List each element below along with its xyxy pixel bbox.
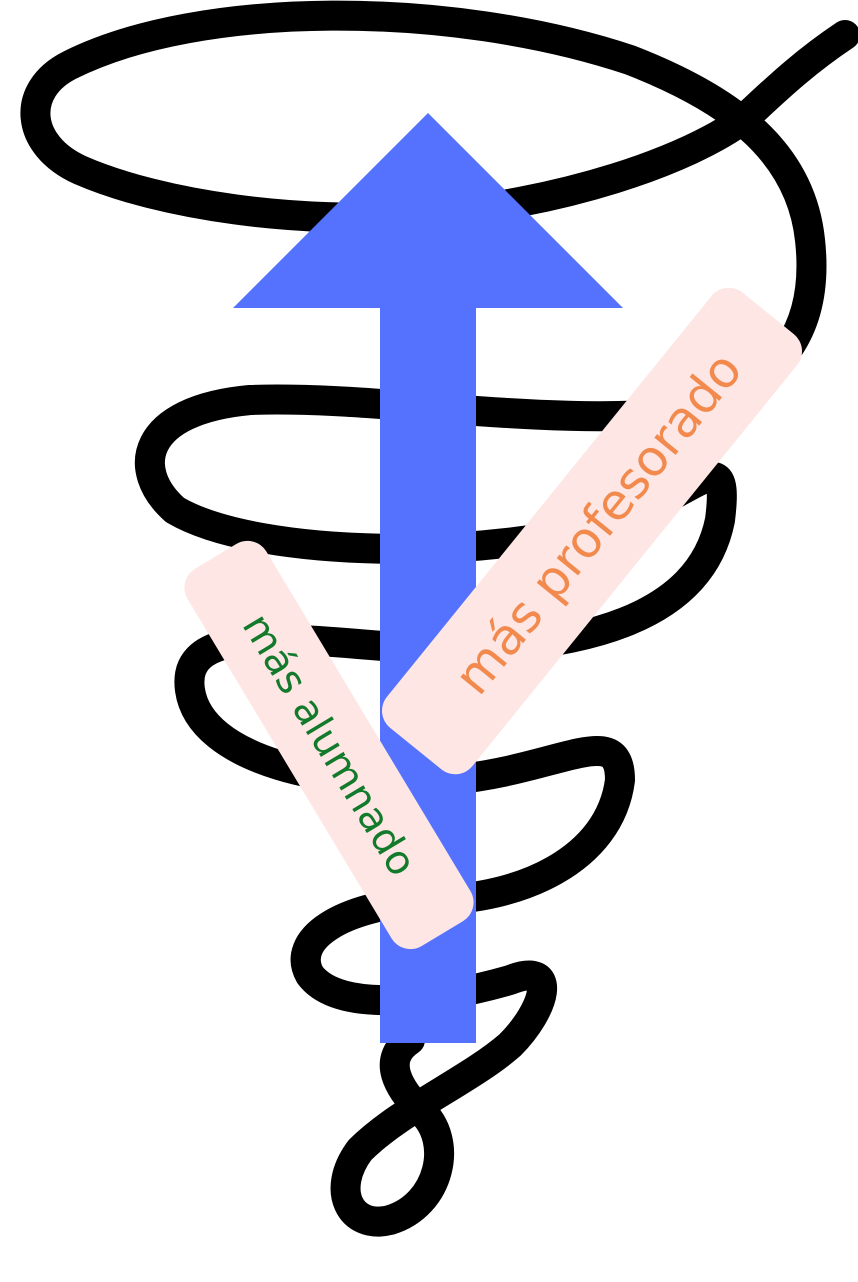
diagram-canvas: más profesorado más alumnado	[0, 0, 858, 1282]
diagram-graphics	[0, 0, 858, 1282]
